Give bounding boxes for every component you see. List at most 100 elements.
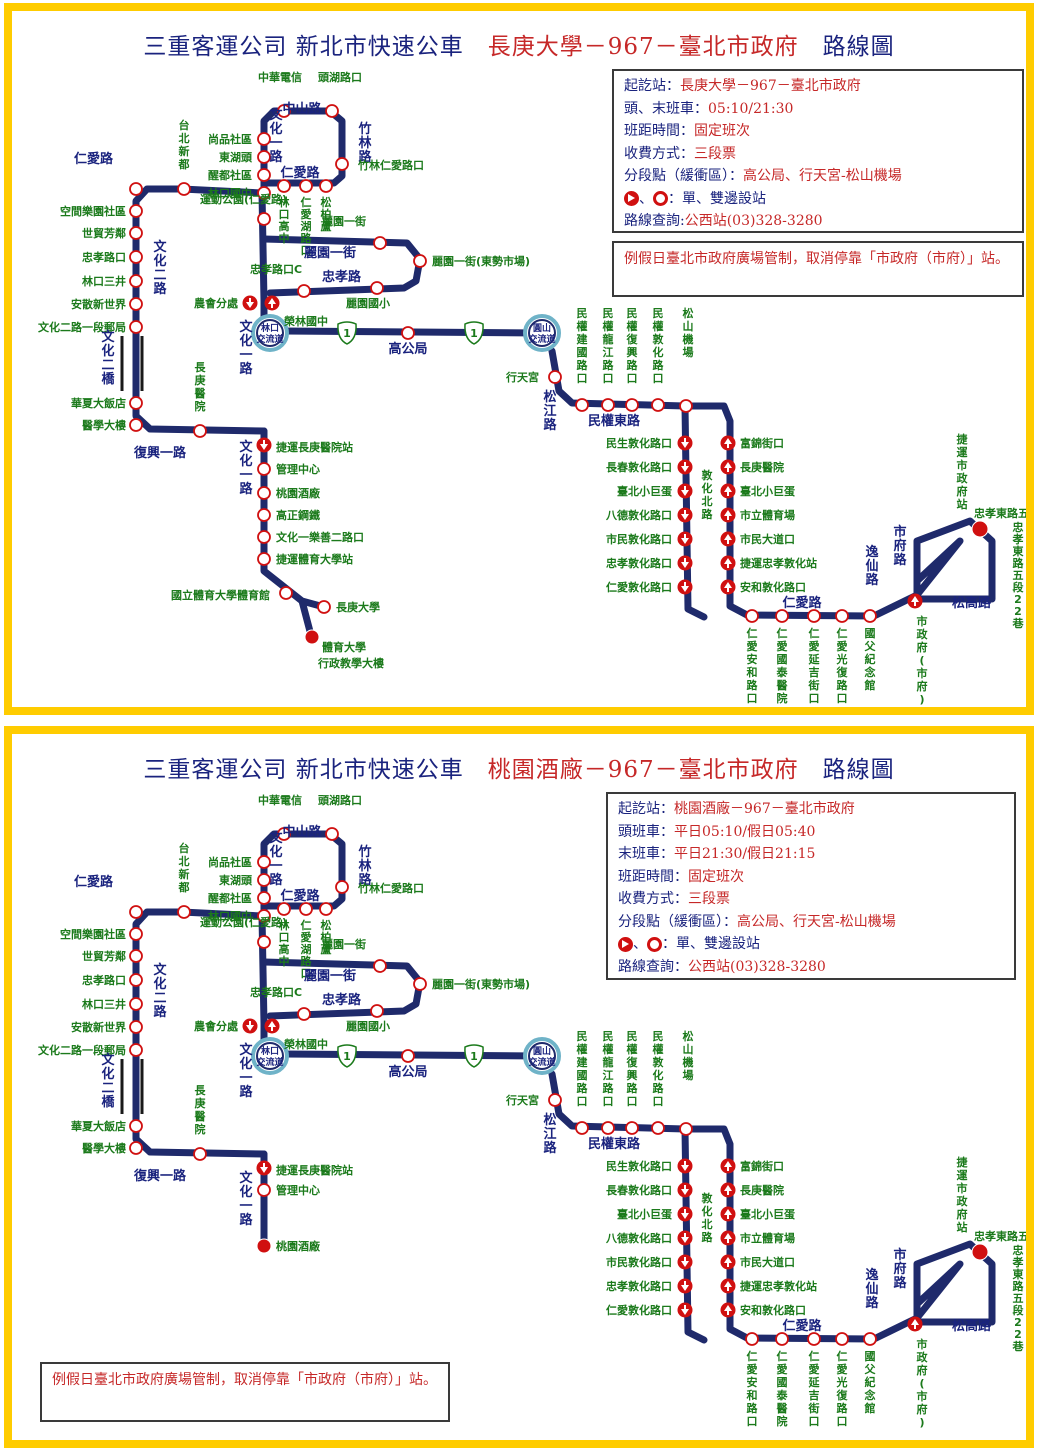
svg-text:和: 和: [747, 1388, 758, 1402]
svg-text:逸: 逸: [865, 544, 878, 560]
road-fuxing1: 復興一路: [133, 1168, 187, 1184]
linkou-interchange: [256, 319, 284, 347]
svg-text:北: 北: [702, 1217, 713, 1231]
svg-text:五: 五: [1013, 1292, 1024, 1305]
two-way-stop-icon: [647, 936, 662, 952]
svg-text:吉: 吉: [809, 1388, 820, 1402]
west-stop-label-3: 忠孝路口: [82, 250, 126, 264]
svg-text:路: 路: [358, 149, 372, 165]
svg-text:巷: 巷: [1012, 616, 1025, 630]
svg-text:柏: 柏: [321, 207, 332, 221]
svg-text:市: 市: [893, 1247, 906, 1263]
svg-text:市: 市: [917, 1337, 928, 1351]
dunhua-south-label-1: 長春敦化路口: [606, 1183, 672, 1197]
stop-ronglin: [264, 295, 280, 311]
south-stop-label-3: 文化一樂善二路口: [276, 530, 364, 544]
label-zhulin-renai: 竹林仁愛路口: [357, 881, 424, 895]
svg-text:竹: 竹: [357, 121, 371, 137]
svg-text:府: 府: [917, 640, 928, 654]
road-shifu: 市府路: [893, 524, 907, 568]
svg-text:台: 台: [179, 118, 190, 132]
north-stop-1: [257, 873, 271, 887]
svg-text:仁: 仁: [747, 1349, 758, 1363]
minquan-stop-0: [575, 398, 589, 412]
dunhua-south-stop-0: [677, 435, 693, 451]
stop-liyuan-market: [413, 254, 427, 268]
svg-text:仁: 仁: [777, 626, 788, 640]
svg-text:場: 場: [683, 345, 694, 359]
dunhua-north-label-4: 市民大道口: [740, 532, 795, 546]
svg-text:路: 路: [543, 1140, 557, 1156]
label-zhongxiao-c: 忠孝路口C: [250, 985, 302, 999]
svg-text:化: 化: [101, 343, 114, 359]
svg-text:路: 路: [358, 872, 372, 888]
dunhua-north-label-2: 臺北小巨蛋: [740, 484, 796, 498]
svg-text:府: 府: [957, 1207, 968, 1221]
svg-text:路: 路: [603, 358, 615, 372]
dunhua-north-label-6: 安和敦化路口: [740, 1303, 806, 1317]
info-line-headway: 班距時間：固定班次: [618, 868, 744, 885]
north-stop-0: [257, 855, 271, 869]
west-stop-label-4: 林口三井: [82, 274, 126, 288]
svg-text:口: 口: [577, 1095, 588, 1108]
north-stop-label-2: 醒都社區: [208, 168, 252, 182]
svg-text:段: 段: [1013, 1303, 1024, 1317]
svg-text:安: 安: [747, 652, 758, 666]
label-zhulin-renai: 竹林仁愛路口: [357, 158, 424, 172]
svg-text:敦: 敦: [653, 332, 665, 346]
svg-text:權: 權: [627, 319, 638, 333]
one-way-stop-icon: [618, 936, 633, 952]
road-renai-east: 仁愛路: [782, 1318, 822, 1334]
north-stop-0: [257, 132, 271, 146]
svg-text:): ): [919, 693, 924, 706]
label-mrt-changgeng: 捷運長庚醫院站: [276, 440, 353, 454]
label-touhu-road: 頭湖路口: [318, 70, 362, 84]
svg-text:民: 民: [577, 307, 588, 320]
south-stop-label-0: 管理中心: [276, 462, 320, 476]
svg-text:愛: 愛: [777, 1362, 788, 1376]
label-cgu: 長庚大學: [336, 600, 380, 614]
svg-text:口: 口: [837, 1415, 848, 1428]
svg-text:北: 北: [179, 854, 190, 868]
svg-text:口: 口: [653, 372, 664, 385]
svg-text:民: 民: [603, 307, 614, 320]
stop-songshan-airport: [679, 399, 693, 413]
route-info-box: 起訖站：桃園酒廠－967－臺北市政府 頭班車：平日05:10/假日05:40 末…: [606, 792, 1016, 980]
west-stop-7: [129, 1119, 143, 1133]
svg-text:興: 興: [627, 345, 638, 359]
svg-text:江: 江: [603, 345, 614, 359]
svg-text:江: 江: [543, 1126, 556, 1142]
svg-text:(: (: [919, 1377, 924, 1390]
road-yixian: 逸仙路: [865, 1267, 879, 1311]
south-stop-3: [257, 530, 271, 544]
dunhua-north-stop-6: [720, 1302, 736, 1318]
north-stop-label-0: 尚品社區: [208, 132, 252, 146]
svg-text:化: 化: [269, 844, 282, 860]
svg-text:仁: 仁: [809, 1349, 820, 1363]
west-stop-8: [129, 418, 143, 432]
stop-renai-hu: [299, 902, 313, 916]
svg-text:口: 口: [279, 931, 290, 944]
svg-text:口: 口: [627, 372, 638, 385]
svg-text:仁: 仁: [809, 626, 820, 640]
south-stop-1: [257, 486, 271, 500]
label-ronglin: 榮林國中: [284, 314, 328, 328]
svg-text:路: 路: [702, 507, 714, 521]
svg-text:愛: 愛: [809, 639, 820, 653]
info-line-legend: 、：單、雙邊設站: [618, 933, 1004, 956]
svg-text:捷: 捷: [957, 1155, 969, 1169]
west-stop-1: [129, 204, 143, 218]
dunhua-north-stop-1: [720, 1182, 736, 1198]
svg-text:化: 化: [153, 253, 166, 269]
svg-text:龍: 龍: [603, 332, 614, 346]
route-line-taipei: [548, 347, 964, 620]
svg-text:中: 中: [279, 231, 290, 245]
stop-taibei-xindu: [177, 905, 191, 919]
road-renai-east: 仁愛路: [782, 595, 822, 611]
